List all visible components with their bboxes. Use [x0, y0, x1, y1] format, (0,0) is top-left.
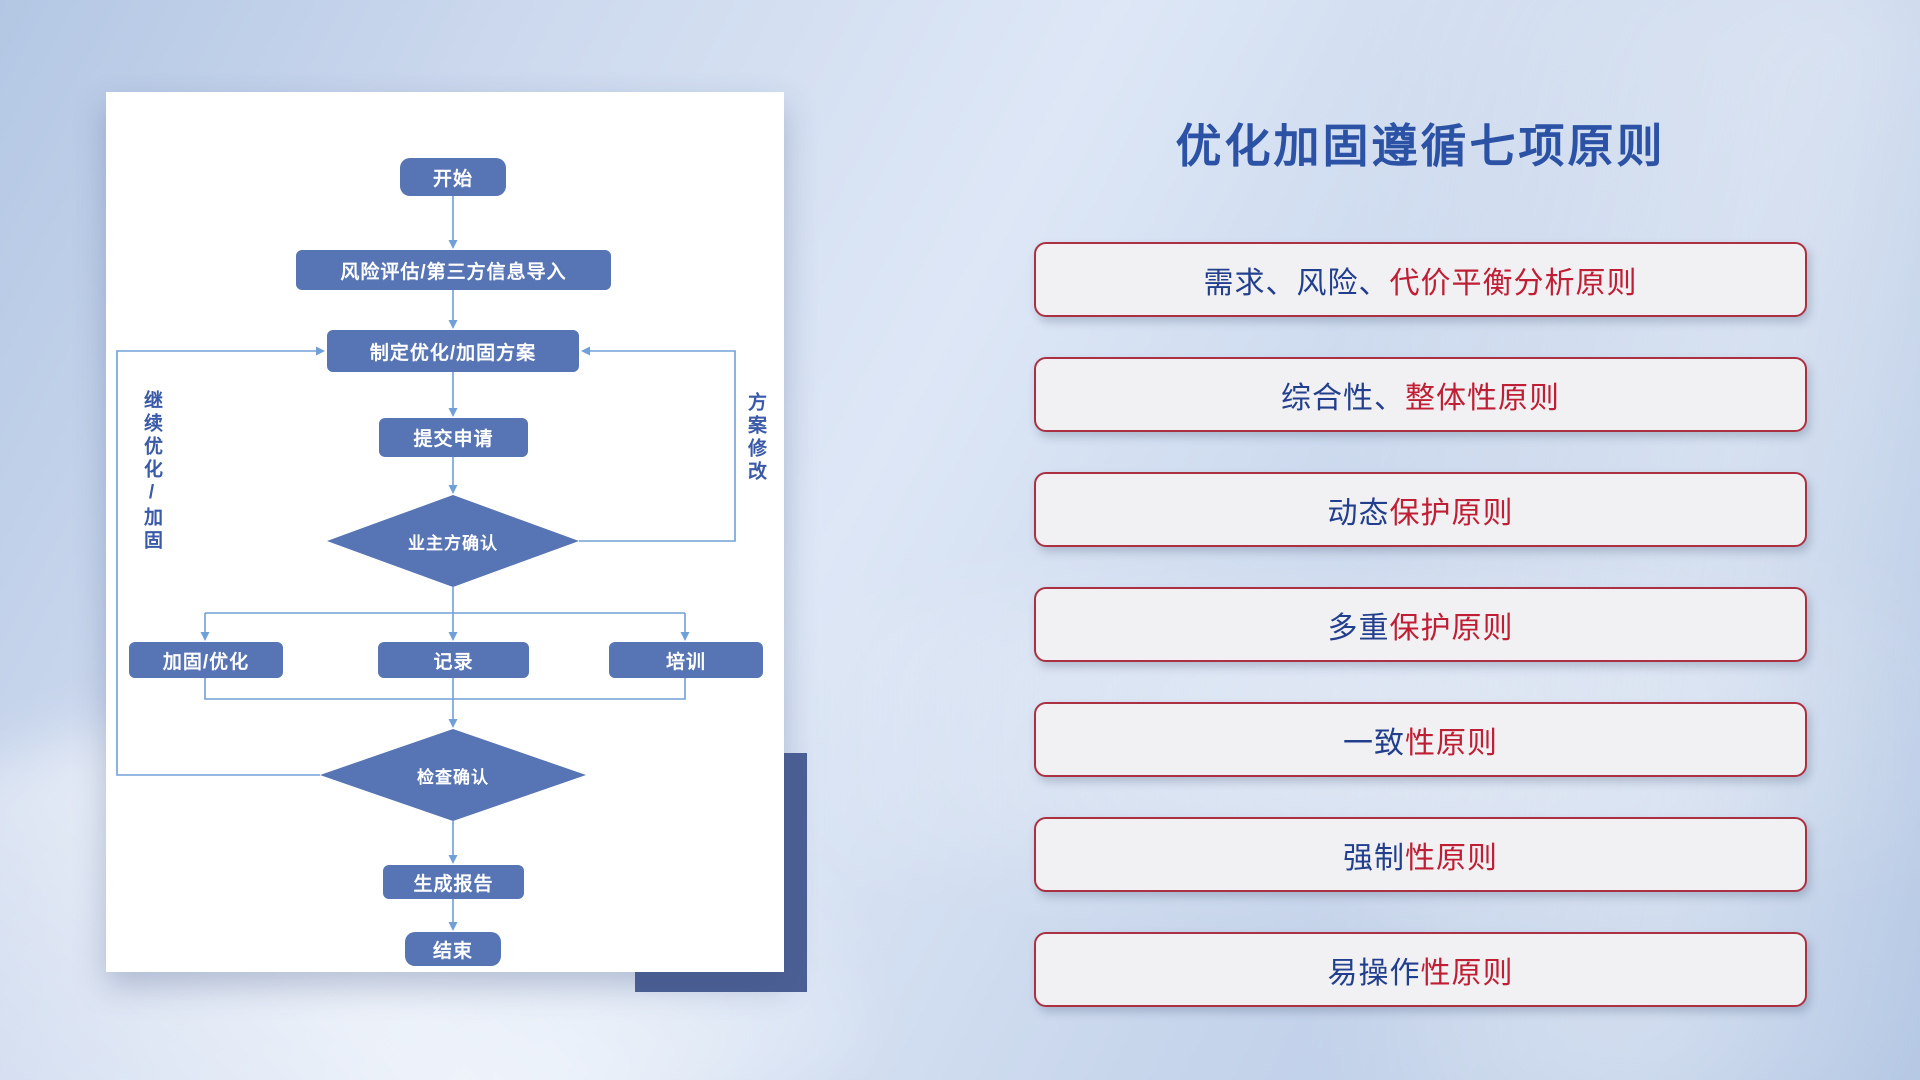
- principle-text-blue: 一致: [1343, 726, 1405, 760]
- principle-card-5: 一致性原则: [1034, 702, 1807, 777]
- principle-text-red: 性原则: [1405, 726, 1498, 760]
- page-title: 优化加固遵循七项原则: [1175, 120, 1666, 172]
- flow-node-start: 开始: [400, 158, 506, 196]
- flow-node-submit: 提交申请: [379, 418, 528, 457]
- flow-node-end: 结束: [405, 932, 501, 966]
- flow-node-record: 记录: [378, 642, 529, 678]
- principle-text-red: 整体性原则: [1405, 381, 1560, 415]
- principle-text-blue: 多重: [1327, 611, 1390, 645]
- principle-text-red: 保护原则: [1389, 496, 1514, 530]
- principle-text-blue: 动态: [1327, 496, 1390, 530]
- flow-node-make-plan: 制定优化/加固方案: [327, 330, 579, 372]
- flow-node-train: 培训: [609, 642, 763, 678]
- principle-card-2: 综合性、整体性原则: [1034, 357, 1807, 432]
- principle-card-7: 易操作性原则: [1034, 932, 1807, 1007]
- loop-label-plan-modify: 方案修改: [745, 392, 766, 484]
- flow-connectors: [116, 196, 736, 931]
- principle-text-blue: 强制: [1343, 841, 1405, 875]
- principle-text-blue: 需求、风险、: [1203, 266, 1390, 300]
- principle-text-red: 代价平衡分析原则: [1389, 266, 1638, 300]
- principle-text-red: 性原则: [1420, 956, 1514, 990]
- principle-text-red: 性原则: [1405, 841, 1498, 875]
- principle-card-3: 动态保护原则: [1034, 472, 1807, 547]
- flow-node-report: 生成报告: [383, 865, 524, 899]
- principle-text-red: 保护原则: [1389, 611, 1514, 645]
- principle-card-1: 需求、风险、代价平衡分析原则: [1034, 242, 1807, 317]
- principle-card-6: 强制性原则: [1034, 817, 1807, 892]
- principles-list: 需求、风险、代价平衡分析原则 综合性、整体性原则 动态保护原则 多重保护原则 一…: [1034, 242, 1807, 1007]
- principle-card-4: 多重保护原则: [1034, 587, 1807, 662]
- flowchart-board: 开始 风险评估/第三方信息导入 制定优化/加固方案 提交申请 业主方确认 加固/…: [106, 92, 784, 972]
- loop-label-continue-optimize: 继续优化/加固: [141, 390, 162, 553]
- flow-node-risk-import: 风险评估/第三方信息导入: [296, 250, 611, 290]
- principle-text-blue: 综合性、: [1281, 381, 1405, 415]
- flowchart: 开始 风险评估/第三方信息导入 制定优化/加固方案 提交申请 业主方确认 加固/…: [106, 92, 784, 972]
- flow-node-harden: 加固/优化: [129, 642, 283, 678]
- principle-text-blue: 易操作: [1327, 956, 1421, 990]
